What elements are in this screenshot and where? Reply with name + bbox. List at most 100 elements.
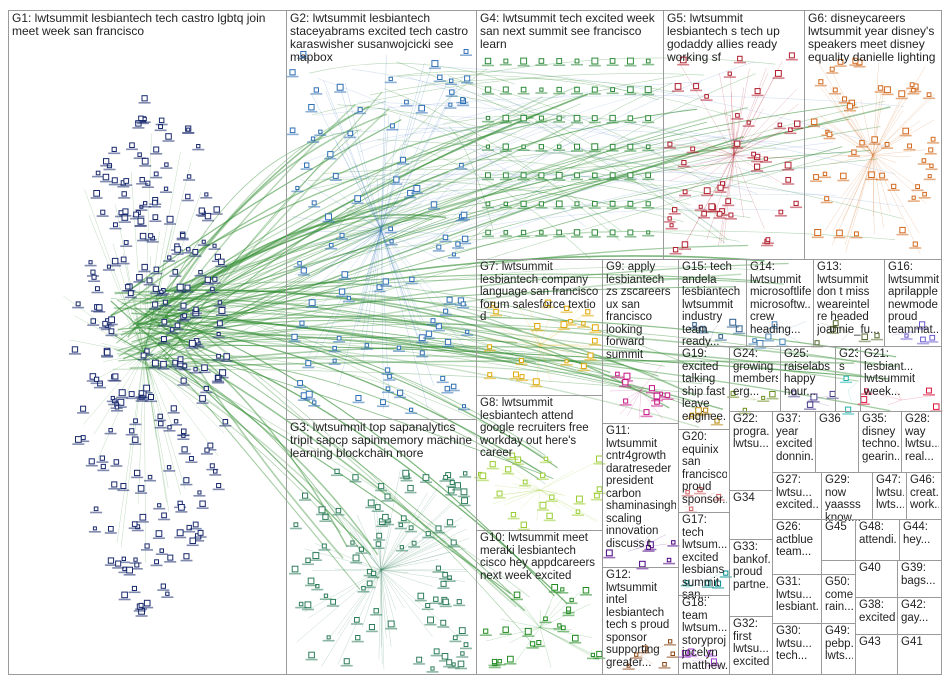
- group-cell-g7: G7: lwtsummit lesbiantech company langua…: [476, 259, 603, 396]
- node-g1-203: [159, 548, 164, 553]
- edge-163: [453, 167, 809, 251]
- node-tick-275: [445, 95, 458, 97]
- edge-511: [619, 389, 642, 415]
- node-g4-448: [538, 172, 545, 179]
- node-g24-686: [761, 395, 766, 400]
- node-g2-305: [449, 78, 454, 83]
- node-g1-168: [172, 359, 178, 366]
- node-tick-471: [571, 236, 583, 238]
- node-tick-73: [90, 511, 103, 514]
- node-tick-251: [393, 350, 405, 352]
- edge-250: [380, 229, 467, 351]
- node-g3-361: [382, 513, 389, 521]
- node-g6-528: [822, 171, 828, 177]
- node-tick-478: [742, 125, 755, 127]
- edge-436: [872, 154, 884, 228]
- node-tick-249: [436, 381, 449, 384]
- node-tick-676: [694, 492, 706, 495]
- node-tick-561: [833, 236, 846, 239]
- edge-445: [485, 338, 541, 346]
- node-tick-130: [72, 306, 85, 309]
- node-g5-490: [701, 210, 707, 217]
- node-g3-382: [460, 488, 468, 496]
- node-g3-340: [387, 620, 395, 628]
- node-tick-103: [108, 183, 121, 186]
- node-g6-535: [927, 174, 932, 179]
- node-g5-515: [775, 70, 782, 77]
- edge-273: [338, 192, 382, 231]
- node-tick-420: [553, 92, 566, 95]
- node-tick-230: [124, 296, 137, 299]
- edge-147: [425, 153, 513, 197]
- node-tick-204: [155, 553, 168, 555]
- edge-310: [380, 569, 397, 631]
- node-tick-267: [325, 247, 338, 250]
- node-g8-594: [479, 472, 487, 480]
- node-tick-274: [291, 190, 304, 193]
- edge-234: [380, 114, 390, 231]
- node-tick-441: [571, 150, 583, 152]
- node-g7-574: [534, 323, 541, 330]
- node-tick-341: [385, 627, 398, 630]
- node-tick-448: [517, 178, 530, 181]
- node-tick-120: [174, 362, 187, 365]
- node-tick-300: [428, 208, 440, 210]
- node-g3-341: [422, 474, 430, 481]
- node-tick-56: [202, 219, 214, 222]
- edge-107: [144, 147, 726, 325]
- node-tick-255: [447, 389, 460, 392]
- node-tick-443: [606, 150, 619, 152]
- node-g15-651: [729, 318, 737, 326]
- node-tick-382: [443, 580, 456, 582]
- node-g3-335: [399, 545, 405, 550]
- edge-383: [732, 154, 735, 183]
- node-tick-186: [171, 253, 184, 255]
- edge-562: [746, 389, 756, 401]
- node-g25-690: [810, 393, 818, 401]
- node-tick-268: [452, 247, 464, 249]
- node-g1-158: [157, 503, 162, 508]
- edge-459: [494, 325, 541, 346]
- node-tick-424: [624, 93, 637, 95]
- node-tick-403: [332, 513, 345, 516]
- edge-280: [291, 216, 382, 231]
- node-g1-36: [176, 283, 184, 291]
- edge-144: [300, 130, 517, 165]
- node-g1-98: [137, 485, 145, 492]
- node-tick-510: [677, 63, 690, 66]
- group-label-g40: G40: [859, 562, 881, 574]
- node-tick-46: [150, 272, 163, 275]
- node-g16-666: [919, 321, 926, 328]
- edge-475: [500, 489, 541, 495]
- node-g25-691: [806, 401, 814, 408]
- node-tick-604: [493, 497, 506, 499]
- node-tick-481: [773, 127, 786, 130]
- node-g6-563: [926, 92, 932, 98]
- node-g1-140: [181, 446, 188, 453]
- node-g5-512: [751, 151, 757, 157]
- group-label-g30: G30: lwtsu... tech...: [776, 625, 815, 662]
- node-tick-511: [774, 215, 787, 217]
- node-tick-464: [624, 207, 637, 209]
- node-tick-671: [685, 417, 698, 419]
- node-tick-582: [560, 311, 573, 314]
- node-tick-185: [136, 521, 149, 523]
- node-g4-464: [645, 201, 651, 207]
- node-g9-630: [643, 409, 650, 416]
- edge-364: [733, 133, 763, 156]
- node-g6-542: [826, 131, 833, 138]
- node-g5-486: [716, 211, 723, 217]
- node-tick-76: [118, 598, 131, 601]
- node-g2-263: [384, 367, 391, 373]
- node-tick-662: [858, 340, 871, 343]
- node-g8-601: [549, 494, 555, 500]
- edge-443: [539, 317, 582, 346]
- edge-224: [120, 353, 145, 548]
- edge-361: [733, 68, 750, 156]
- node-tick-521: [917, 163, 930, 165]
- node-tick-131: [216, 314, 228, 316]
- edge-305: [380, 537, 455, 571]
- edge-495: [509, 627, 541, 644]
- edge-472: [494, 485, 541, 491]
- node-tick-366: [365, 630, 378, 633]
